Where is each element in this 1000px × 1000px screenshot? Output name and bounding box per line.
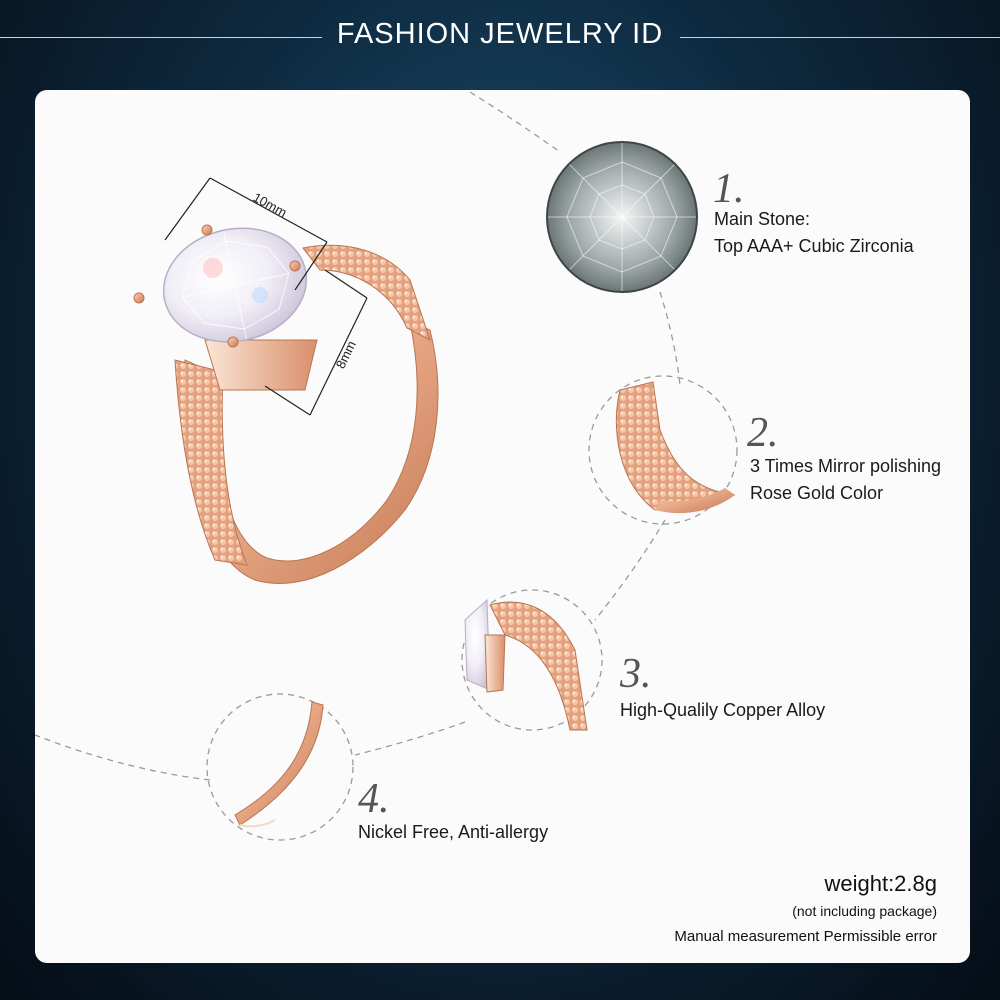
feature-1-number: 1. [713, 166, 745, 212]
feature-3-line1: High-Qualily Copper Alloy [620, 700, 826, 720]
header-divider-right [680, 37, 1000, 38]
connector-2-3 [594, 519, 666, 621]
connector-left [35, 734, 211, 781]
dimension-guides [164, 177, 368, 416]
feature-2-line1: 3 Times Mirror polishing [750, 456, 942, 476]
connector-lines [35, 91, 681, 781]
connector-3-4 [354, 721, 466, 756]
height-label: 8mm [333, 338, 359, 371]
width-label: 10mm [251, 189, 290, 220]
feature-4-number: 4. [358, 776, 390, 822]
weight-note: (not including package) [792, 903, 937, 919]
height-dimension-line [309, 297, 368, 416]
ring-image [133, 224, 439, 584]
feature-3-text: High-Qualily Copper Alloy [620, 697, 825, 724]
page-title: FASHION JEWELRY ID [336, 18, 664, 50]
detail-image-2 [615, 381, 736, 514]
width-dimension-line [209, 177, 328, 243]
header-divider-left [0, 37, 322, 38]
detail-circle-4 [206, 693, 354, 841]
detail-circle-2 [588, 375, 738, 525]
connector-1-2 [659, 291, 681, 386]
detail-image-3 [464, 598, 588, 731]
product-illustration: 10mm 8mm [35, 91, 738, 841]
feature-1-line1: Main Stone: [714, 209, 811, 229]
detail-circle-3 [461, 589, 603, 731]
weight-value: weight:2.8g [824, 871, 937, 896]
main-stone-image [546, 141, 698, 293]
feature-2-text: 3 Times Mirror polishing Rose Gold Color [750, 453, 941, 507]
feature-2-number: 2. [747, 410, 779, 456]
feature-4-text: Nickel Free, Anti-allergy [358, 819, 548, 846]
feature-4-line1: Nickel Free, Anti-allergy [358, 822, 549, 842]
connector-top [469, 91, 561, 153]
weight-info: weight:2.8g (not including package) Manu… [674, 870, 937, 948]
feature-2-line2: Rose Gold Color [750, 483, 884, 503]
feature-1-line2: Top AAA+ Cubic Zirconia [714, 236, 914, 256]
feature-3-number: 3. [620, 651, 652, 697]
weight-error-note: Manual measurement Permissible error [674, 928, 937, 945]
product-card: 10mm 8mm 1. Main Stone: Top AAA+ Cubic Z… [35, 90, 970, 963]
detail-image-4 [234, 701, 324, 828]
feature-1-text: Main Stone: Top AAA+ Cubic Zirconia [714, 206, 914, 260]
